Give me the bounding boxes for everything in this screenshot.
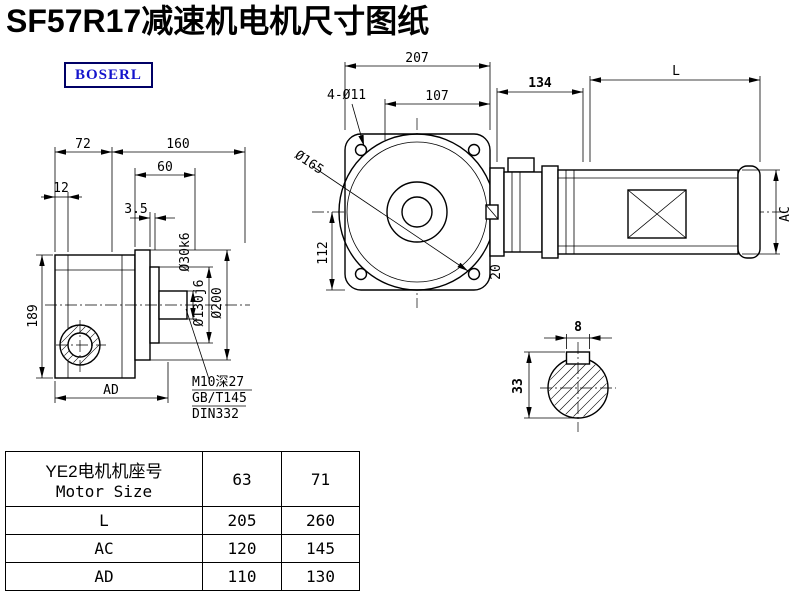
shaft-section-view: 8 33 [511, 320, 616, 432]
dim-33: 33 [511, 378, 526, 394]
dim-107: 107 [425, 89, 448, 104]
dim-ad: AD [103, 383, 119, 398]
table-row-ad: AD 110 130 [5, 562, 360, 591]
dim-l: L [672, 64, 680, 79]
motor-size-71: 71 [281, 451, 360, 507]
dim-72: 72 [75, 137, 91, 152]
dim-ac: AC [778, 206, 793, 222]
dim-134: 134 [528, 76, 552, 91]
row-label-l: L [5, 506, 203, 535]
dim-112: 112 [316, 241, 331, 264]
table-row-l: L 205 260 [5, 506, 360, 535]
value-ac-63: 120 [202, 534, 282, 563]
dim-d165: Ø165 [292, 148, 326, 178]
value-ac-71: 145 [281, 534, 360, 563]
dim-d200: Ø200 [210, 287, 225, 318]
dim-d30k6: Ø30k6 [178, 232, 193, 271]
value-l-63: 205 [202, 506, 282, 535]
boserl-logo-text: BOSERL [75, 67, 142, 83]
dim-4xd11: 4-Ø11 [327, 88, 366, 103]
page-title: SF57R17减速机电机尺寸图纸 [6, 3, 430, 39]
motor-size-63: 63 [202, 451, 282, 507]
dim-20: 20 [489, 264, 504, 280]
note-gbt145: GB/T145 [192, 391, 247, 406]
dim-160: 160 [166, 137, 189, 152]
value-ad-71: 130 [281, 562, 360, 591]
row-label-ad: AD [5, 562, 203, 591]
value-ad-63: 110 [202, 562, 282, 591]
dim-207: 207 [405, 51, 428, 66]
dim-8: 8 [574, 320, 582, 335]
motor-size-label-cn: YE2电机机座号 [45, 462, 163, 481]
motor-size-table: YE2电机机座号 Motor Size 63 71 L 205 260 AC 1… [5, 451, 360, 591]
note-m10: M10深27 [192, 375, 244, 390]
value-l-71: 260 [281, 506, 360, 535]
dim-3-5: 3.5 [124, 202, 147, 217]
motor-size-label-en: Motor Size [55, 482, 153, 501]
dim-12: 12 [53, 181, 69, 196]
note-din332: DIN332 [192, 407, 239, 422]
dim-189: 189 [26, 304, 41, 327]
dim-d130j6: Ø130j6 [192, 280, 207, 327]
table-header-row: YE2电机机座号 Motor Size 63 71 [5, 451, 360, 507]
front-view: 207 4-Ø11 107 134 L Ø165 112 20 AC [292, 51, 793, 308]
motor-size-label-cell: YE2电机机座号 Motor Size [5, 451, 203, 507]
row-label-ac: AC [5, 534, 203, 563]
side-view: 72 160 60 12 3.5 189 AD Ø30k6 Ø130j6 Ø20… [26, 137, 252, 422]
table-row-ac: AC 120 145 [5, 534, 360, 563]
dim-60: 60 [157, 160, 173, 175]
boserl-logo: BOSERL [64, 62, 153, 88]
